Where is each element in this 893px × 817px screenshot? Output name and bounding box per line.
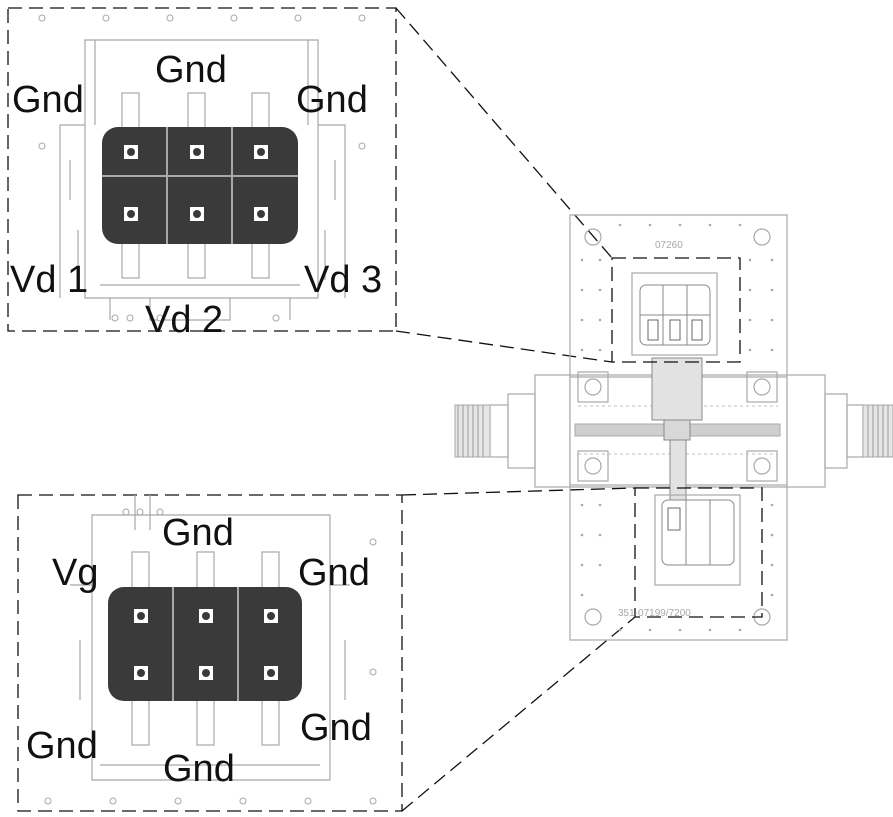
- label-vd3: Vd 3: [304, 259, 382, 301]
- rf-transmission-line: [574, 405, 781, 455]
- board-gate-header: [634, 487, 763, 618]
- evaluation-board: 07260 351-07199/7200: [454, 214, 893, 641]
- bottom-header-pads: [134, 609, 278, 680]
- top-inset-traces: [59, 39, 346, 321]
- bottom-inset-vias: [44, 508, 377, 805]
- top-inset-vias: [38, 14, 366, 322]
- board-top-marking: 07260: [655, 240, 683, 251]
- bottom-inset-traces: [70, 495, 350, 781]
- label-gnd-left: Gnd: [12, 79, 84, 121]
- label-gnd-right-top: Gnd: [298, 552, 370, 594]
- board-bottom-marking: 351-07199/7200: [618, 608, 691, 619]
- amplifier-ic: [663, 419, 691, 441]
- board-drain-header: [611, 257, 741, 363]
- label-gnd-right: Gnd: [296, 79, 368, 121]
- sma-connector-left: [454, 393, 536, 469]
- label-vd1: Vd 1: [10, 259, 88, 301]
- mounting-holes: [577, 228, 778, 626]
- top-header-pads: [124, 145, 268, 221]
- label-gnd-right-bottom: Gnd: [300, 707, 372, 749]
- callout-lines: [395, 7, 636, 812]
- bias-traces: [651, 357, 703, 501]
- label-gnd-top: Gnd: [155, 49, 227, 91]
- top-header-body: [102, 127, 298, 244]
- board-vias: [580, 223, 774, 632]
- label-gnd-left-bottom: Gnd: [26, 725, 98, 767]
- top-inset-border: [7, 7, 397, 332]
- sma-connector-right: [824, 393, 893, 469]
- bottom-inset-border: [17, 494, 403, 812]
- bottom-header-body: [108, 587, 302, 701]
- label-gnd-bottom: Gnd: [163, 748, 235, 790]
- bottom-inset: Vg Gnd Gnd Gnd Gnd Gnd: [17, 494, 403, 812]
- label-gnd-top-bottom: Gnd: [162, 512, 234, 554]
- label-vg: Vg: [52, 552, 98, 594]
- label-vd2: Vd 2: [145, 299, 223, 341]
- top-inset: Gnd Gnd Gnd Vd 1 Vd 2 Vd 3: [7, 7, 397, 341]
